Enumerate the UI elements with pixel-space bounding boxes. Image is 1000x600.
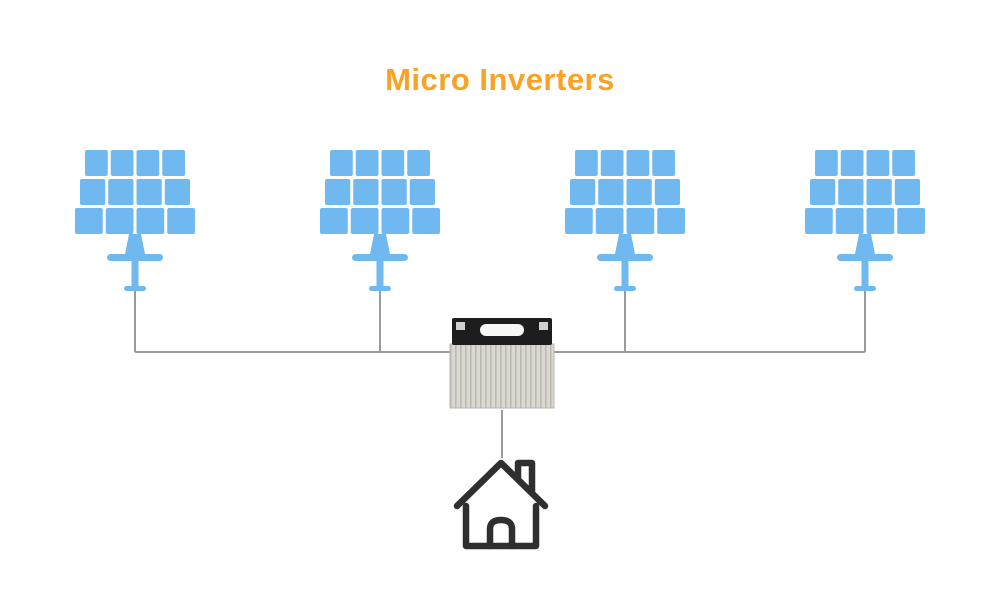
diagram-title: Micro Inverters — [385, 62, 615, 97]
house-icon — [453, 459, 549, 550]
inverter-body — [449, 343, 555, 409]
solar-panel-icon-1 — [75, 150, 195, 291]
inverter-handle — [480, 324, 524, 336]
house-walls — [462, 502, 540, 550]
house-roof — [453, 459, 549, 510]
solar-panel-icon-2 — [320, 150, 440, 291]
house-chimney — [514, 459, 536, 495]
solar-panel-icon-4 — [805, 150, 925, 291]
house-door — [486, 516, 516, 550]
inverter-tab-left — [456, 322, 465, 330]
inverter-tab-right — [539, 322, 548, 330]
solar-panel-icon-3 — [565, 150, 685, 291]
micro-inverter-icon — [449, 318, 555, 409]
